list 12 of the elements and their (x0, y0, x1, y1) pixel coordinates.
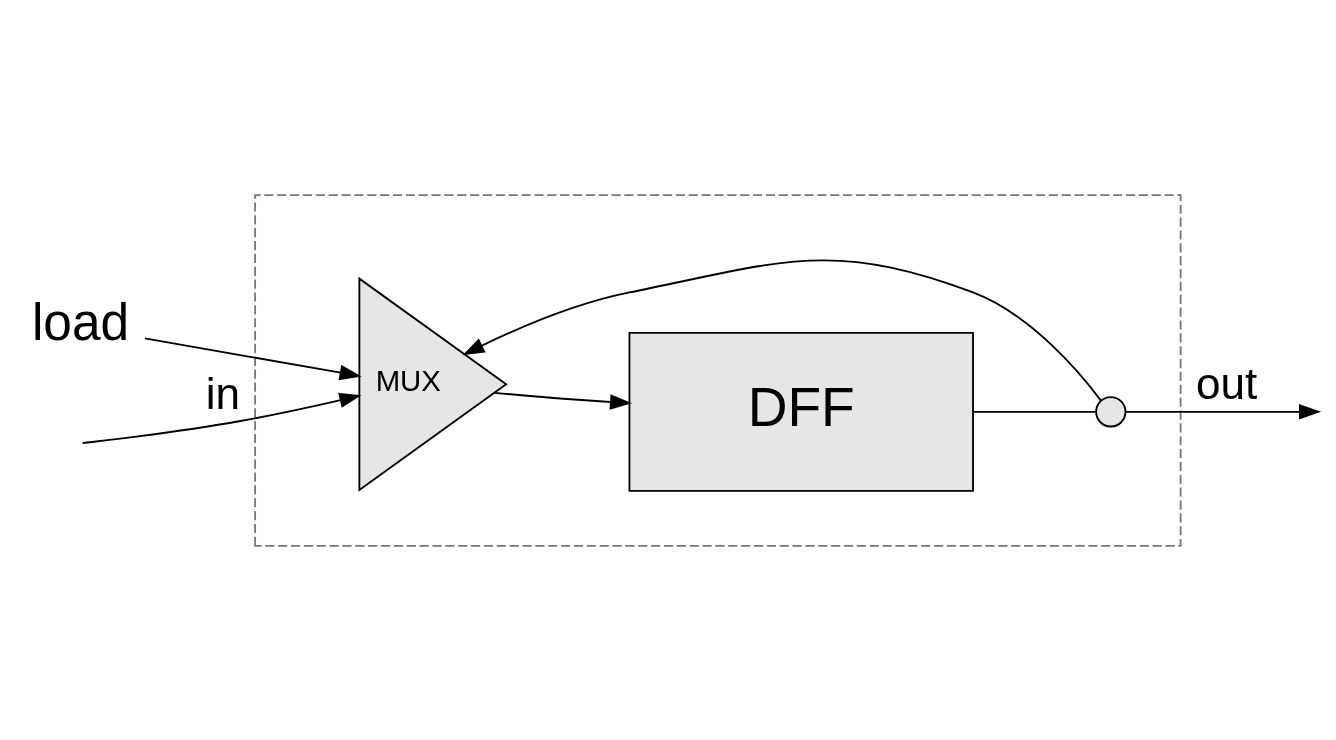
edge-label: out (1195, 358, 1258, 408)
arrow (81, 392, 362, 444)
arrow (143, 336, 362, 380)
arrow (1124, 403, 1322, 420)
node-circle (1095, 395, 1127, 427)
arrow (462, 258, 1102, 401)
arrow (493, 391, 633, 410)
node-text: load (31, 292, 130, 351)
node-box: DFF (628, 331, 974, 492)
connector (972, 410, 1097, 413)
cluster (254, 193, 1182, 547)
edge-label: in (205, 368, 241, 418)
